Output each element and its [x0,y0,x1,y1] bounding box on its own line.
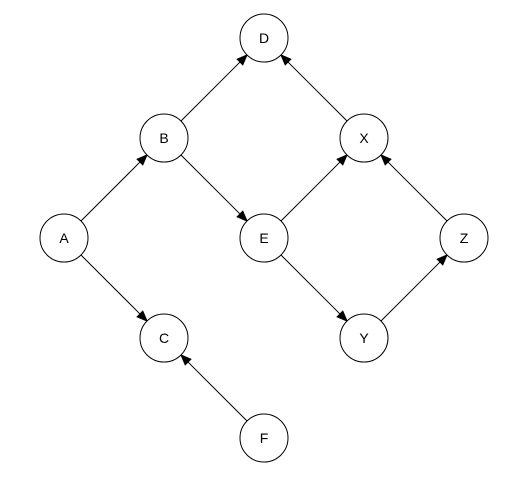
node-circle [239,213,289,263]
arrowhead [180,354,192,366]
edge-z-to-x [380,154,448,222]
arrowhead [136,154,148,166]
node-circle [439,213,489,263]
node-label: Y [359,330,369,346]
node-f: F [239,413,289,463]
node-a: A [39,213,89,263]
edge-a-to-c [80,254,148,322]
node-circle [139,113,189,163]
node-label: A [59,230,69,246]
edge-line [287,61,348,122]
edge-e-to-x [280,154,348,222]
node-label: D [259,30,269,46]
edge-line [380,261,441,322]
node-label: C [159,330,169,346]
edge-x-to-d [280,54,348,122]
node-label: B [159,130,168,146]
arrowhead [280,54,292,66]
edge-line [180,154,241,215]
edge-e-to-y [280,254,348,322]
node-circle [139,313,189,363]
edges-layer [80,54,448,422]
arrowhead [436,254,448,266]
arrowhead [236,210,248,222]
edge-line [280,161,341,222]
node-label: F [260,430,269,446]
edge-b-to-e [180,154,248,222]
arrowhead [380,154,392,166]
node-y: Y [339,313,389,363]
nodes-layer: A B C D E F X Y Z [39,13,489,463]
edge-line [280,254,341,315]
node-d: D [239,13,289,63]
edge-a-to-b [80,154,148,222]
node-circle [239,413,289,463]
node-e: E [239,213,289,263]
node-x: X [339,113,389,163]
arrowhead [336,154,348,166]
edge-line [80,161,141,222]
node-circle [239,13,289,63]
arrowhead [236,54,248,66]
edge-b-to-d [180,54,248,122]
edge-line [180,61,241,122]
node-z: Z [439,213,489,263]
node-label: E [259,230,268,246]
node-label: Z [460,230,469,246]
arrowhead [136,310,148,322]
node-circle [339,313,389,363]
node-c: C [139,313,189,363]
edge-y-to-z [380,254,448,322]
node-label: X [359,130,369,146]
arrowhead [336,310,348,322]
node-circle [339,113,389,163]
edge-f-to-c [180,354,248,422]
node-circle [39,213,89,263]
node-b: B [139,113,189,163]
edge-line [187,361,248,422]
edge-line [80,254,141,315]
edge-line [387,161,448,222]
